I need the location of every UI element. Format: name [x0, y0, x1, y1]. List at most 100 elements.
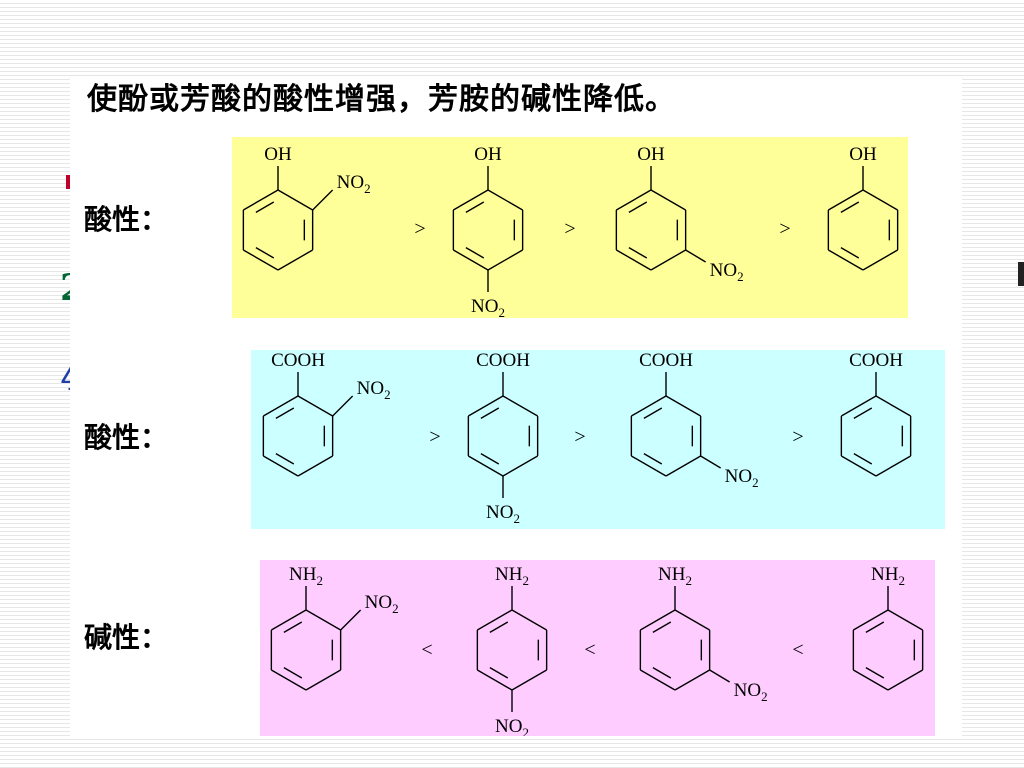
substituent-label: OH	[264, 144, 292, 165]
ring-bond	[828, 189, 864, 211]
substituent-label: COOH	[476, 350, 530, 371]
ring-bond	[263, 395, 299, 417]
ring-double-bond	[255, 247, 275, 259]
ring-bond	[616, 249, 652, 271]
ring-double-bond	[628, 247, 648, 259]
ring-bond	[453, 189, 489, 211]
ring-bond	[862, 249, 898, 271]
ring-bond	[487, 249, 523, 271]
ring-bond	[887, 669, 923, 691]
ring-bond	[640, 669, 676, 691]
slide-heading: 使酚或芳酸的酸性增强，芳胺的碱性降低。	[87, 82, 676, 117]
substituent-label: NH2	[289, 564, 323, 588]
ring-bond	[243, 249, 279, 271]
ring-bond	[487, 189, 523, 211]
background-fragment-bar	[1018, 262, 1024, 286]
ring-double-bond	[489, 667, 509, 679]
ring-bond	[468, 395, 504, 417]
panel-background	[232, 137, 908, 318]
molecule-benzoic-acid: COOH	[840, 350, 912, 477]
ring-bond	[674, 669, 710, 691]
ring-bond	[631, 395, 667, 417]
ring-bond	[511, 609, 547, 631]
ring-double-bond	[275, 453, 295, 465]
ring-bond	[511, 669, 547, 691]
ring-bond	[841, 455, 877, 477]
panel-background	[260, 560, 935, 736]
ring-bond	[862, 189, 898, 211]
nitro-label: NO2	[471, 296, 505, 318]
ring-bond	[277, 189, 313, 211]
ring-bond	[674, 609, 710, 631]
ring-bond	[616, 189, 652, 211]
nitro-bond	[700, 455, 722, 469]
ring-double-bond	[283, 667, 303, 679]
ring-bond	[828, 249, 864, 271]
ring-bond	[650, 249, 686, 271]
comparison-sign: >	[779, 218, 790, 240]
ring-bond	[297, 395, 333, 417]
ring-double-bond	[465, 201, 485, 213]
substituent-label: OH	[849, 144, 877, 165]
ring-double-bond	[275, 407, 295, 419]
substituent-label: COOH	[849, 350, 903, 371]
ring-bond	[271, 609, 307, 631]
ring-bond	[665, 395, 701, 417]
ring-bond	[243, 189, 279, 211]
ring-bond	[631, 455, 667, 477]
nitro-bond	[709, 669, 731, 683]
background-fragment-mark	[66, 175, 72, 189]
ring-bond	[263, 455, 299, 477]
ring-bond	[640, 609, 676, 631]
ring-double-bond	[465, 247, 485, 259]
ring-bond	[468, 455, 504, 477]
ring-bond	[477, 669, 513, 691]
nitro-bond	[340, 609, 362, 631]
nitro-label: NO2	[495, 716, 529, 736]
ring-bond	[305, 609, 341, 631]
ring-double-bond	[853, 407, 873, 419]
ring-double-bond	[865, 667, 885, 679]
ring-bond	[875, 395, 911, 417]
ring-double-bond	[628, 201, 648, 213]
row-label-aniline-basicity: 碱性：	[84, 621, 169, 654]
comparison-sign: >	[564, 218, 575, 240]
ring-double-bond	[853, 453, 873, 465]
ring-double-bond	[652, 667, 672, 679]
ring-bond	[502, 455, 538, 477]
ring-bond	[887, 609, 923, 631]
comparison-sign: <	[421, 639, 432, 661]
ring-double-bond	[840, 201, 860, 213]
ring-bond	[297, 455, 333, 477]
comparison-sign: <	[792, 639, 803, 661]
ring-bond	[650, 189, 686, 211]
ring-double-bond	[643, 453, 663, 465]
comparison-sign: >	[574, 426, 585, 448]
ring-bond	[502, 395, 538, 417]
ring-bond	[853, 609, 889, 631]
ring-bond	[665, 455, 701, 477]
nitro-bond	[685, 249, 707, 263]
ring-double-bond	[643, 407, 663, 419]
ring-bond	[875, 455, 911, 477]
ring-double-bond	[283, 621, 303, 633]
molecule-phenol: OH	[827, 144, 899, 271]
ring-double-bond	[489, 621, 509, 633]
substituent-label: COOH	[639, 350, 693, 371]
ring-bond	[477, 609, 513, 631]
nitro-bond	[312, 189, 334, 211]
ring-bond	[853, 669, 889, 691]
comparison-sign: >	[429, 426, 440, 448]
ring-double-bond	[865, 621, 885, 633]
row-label-benzoic-acidity: 酸性：	[84, 421, 169, 454]
